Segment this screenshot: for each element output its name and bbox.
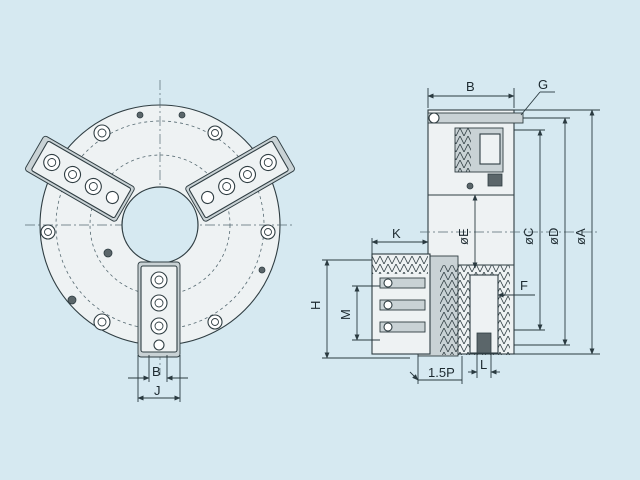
label-g: G: [538, 77, 548, 92]
label-e: øE: [456, 228, 471, 245]
jaw-upper-left: [25, 135, 135, 222]
dimension-l: L: [468, 354, 500, 378]
label-pitch: 1.5P: [428, 365, 455, 380]
label-h: H: [308, 301, 323, 310]
top-bolt: [427, 112, 524, 124]
label-f: F: [520, 278, 528, 293]
label-c: øC: [521, 228, 536, 245]
dimension-j: J: [137, 355, 181, 402]
label-m: M: [338, 309, 353, 320]
label-l: L: [480, 357, 487, 372]
side-view: B G K øE øC øD: [308, 77, 600, 384]
jaw-bottom: [137, 261, 181, 358]
label-k: K: [392, 226, 401, 241]
dimension-g: G: [520, 77, 555, 116]
front-view: B J: [25, 80, 295, 402]
label-j: J: [154, 383, 161, 398]
dimension-c: øC: [514, 129, 545, 331]
dimension-b-top: B: [427, 79, 515, 108]
dimension-d: øD: [514, 117, 570, 346]
dimension-h: H: [308, 259, 410, 359]
dimension-k: K: [371, 226, 429, 256]
dimension-a: øA: [514, 109, 600, 355]
dimension-b-front: B: [128, 355, 188, 382]
dimension-pitch: 1.5P: [409, 356, 463, 384]
center-bore: [121, 186, 199, 264]
label-b-front: B: [152, 364, 161, 379]
jaw-upper-right: [185, 135, 295, 222]
mounting-bolts: [40, 111, 276, 331]
label-d: øD: [546, 228, 561, 245]
label-b-top: B: [466, 79, 475, 94]
dimension-e: øE: [456, 194, 478, 269]
label-a: øA: [573, 228, 588, 245]
dimension-m: M: [338, 285, 380, 341]
dimension-f: F: [497, 278, 535, 298]
